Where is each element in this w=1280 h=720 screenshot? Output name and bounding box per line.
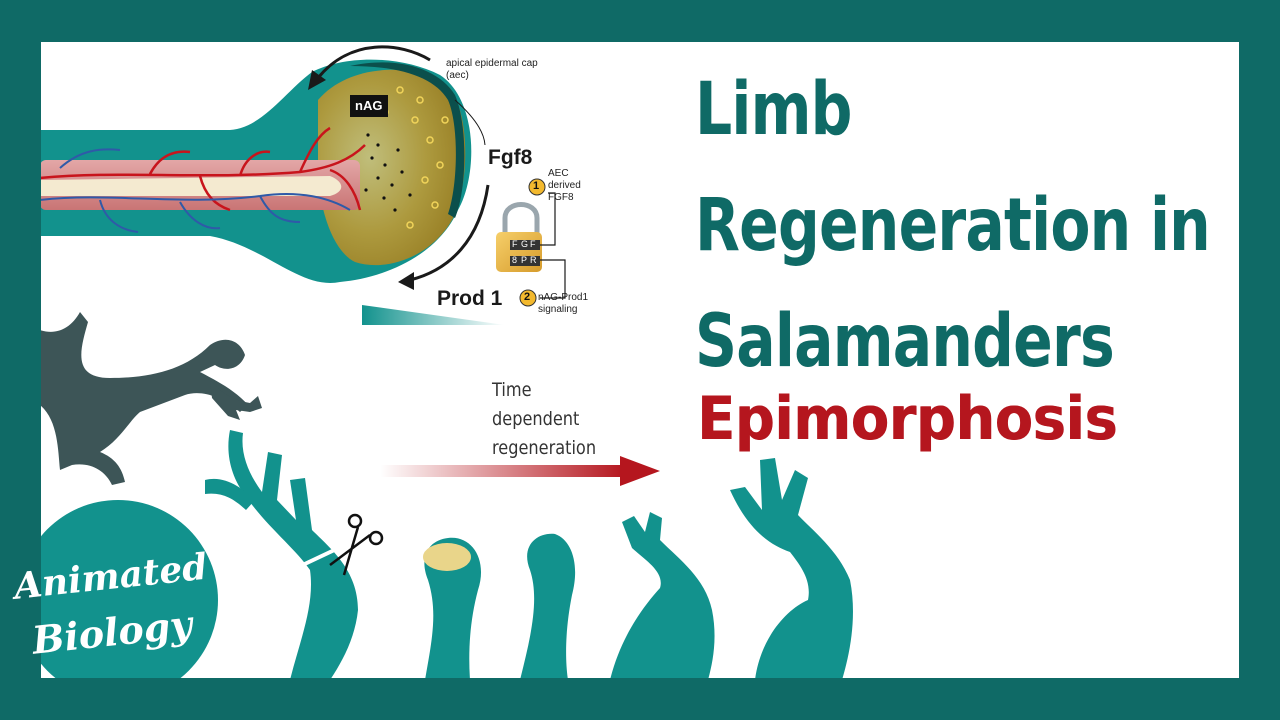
lock-shackle — [502, 202, 540, 235]
time-arrow-head — [620, 456, 660, 486]
aec-arrow-head — [308, 70, 326, 90]
step1-text: AEC derived FGF8 — [548, 168, 581, 203]
lock-digit: R — [530, 255, 537, 265]
page-title: Limb Regeneration in Salamanders — [695, 52, 1211, 400]
salamander-front-leg — [210, 380, 262, 420]
step1-badge — [528, 178, 546, 196]
bone — [41, 176, 342, 196]
salamander-silhouette — [41, 312, 248, 485]
logo-circle — [41, 500, 218, 678]
blastema-region — [318, 69, 466, 266]
gradient-wedge — [362, 305, 505, 325]
step1-number: 1 — [533, 180, 540, 192]
scissors-icon — [329, 513, 384, 576]
time-label-line: regeneration — [492, 437, 597, 459]
subtitle: Epimorphosis — [697, 384, 1118, 454]
prod1-arrow — [409, 184, 490, 282]
lock-digit: F — [530, 239, 536, 249]
time-label: Time dependent regeneration — [492, 376, 596, 463]
lock-digit: G — [521, 239, 529, 249]
title-line: Regeneration in — [695, 183, 1211, 268]
aec-label: apical epidermal cap (aec) — [446, 58, 538, 81]
lock-digit: 8 — [512, 255, 518, 265]
title-line: Salamanders — [695, 299, 1115, 384]
step2-number: 2 — [524, 291, 531, 303]
title-line: Limb — [695, 67, 852, 152]
nag-dots — [364, 133, 412, 212]
lock-dial-bottom — [510, 256, 540, 266]
lock-dial-top — [510, 240, 540, 250]
aec-cap — [350, 62, 465, 218]
prod1-arrow-head — [398, 272, 414, 290]
lock-digit: P — [521, 255, 528, 265]
stage-wound — [424, 537, 482, 678]
nerves — [41, 148, 351, 233]
time-label-line: dependent — [492, 408, 580, 430]
stage-blastema — [520, 533, 576, 678]
cut-limb-finger — [205, 478, 255, 510]
step2-badge — [519, 289, 537, 307]
time-label-line: Time — [492, 379, 532, 401]
cut-limb — [228, 430, 358, 678]
time-arrow-shaft — [380, 465, 625, 477]
step2-text: nAG-Prod1 signaling — [538, 292, 589, 315]
fgf8-label: Fgf8 — [488, 146, 533, 169]
nag-box — [350, 95, 388, 117]
fgf8-connector — [454, 99, 486, 146]
stage-palette — [610, 512, 715, 678]
lock-digit: F — [512, 239, 518, 249]
cut-line — [291, 543, 346, 572]
aec-arrow — [316, 45, 431, 79]
stage-digits — [730, 458, 853, 678]
nag-label: nAG — [355, 98, 383, 113]
blood-vessels — [41, 126, 366, 212]
callout-lines — [540, 192, 566, 299]
prod1-label: Prod 1 — [437, 287, 503, 310]
stage-wound-blastema — [423, 543, 471, 571]
